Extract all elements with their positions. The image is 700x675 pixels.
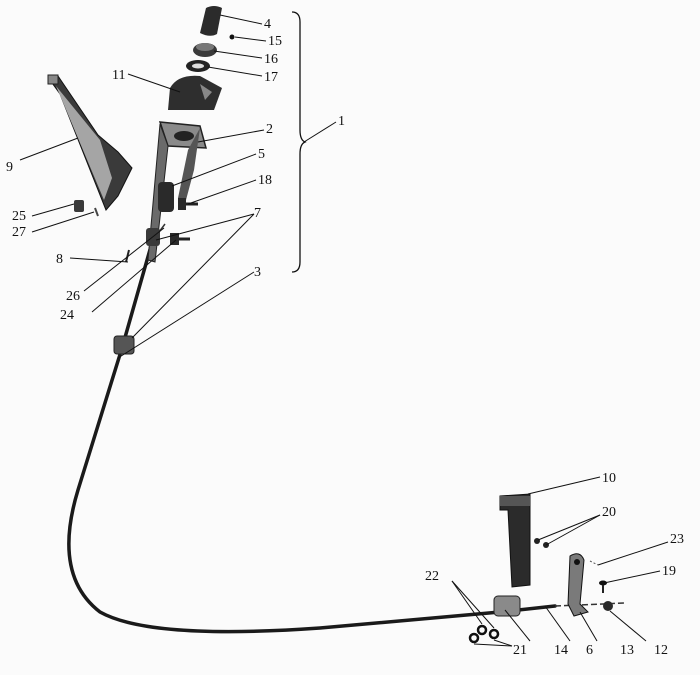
callout-2: 2 [266, 122, 273, 137]
part-15-ball [229, 34, 235, 40]
callout-21: 21 [513, 643, 527, 658]
callout-7: 7 [254, 206, 261, 221]
callout-25: 25 [12, 209, 26, 224]
part-27-pin [94, 207, 99, 217]
part-8-rod [125, 249, 130, 263]
callout-16: 16 [264, 52, 278, 67]
callout-6: 6 [586, 643, 593, 658]
callout-27: 27 [12, 225, 26, 240]
callout-24: 24 [60, 308, 74, 323]
part-9-pedal [47, 74, 133, 211]
callout-8: 8 [56, 252, 63, 267]
part-10-bracket [499, 493, 531, 588]
part-12-nut [603, 601, 613, 611]
callout-22: 22 [425, 569, 439, 584]
part-11-pad [168, 75, 222, 110]
part-14-clamp [493, 595, 521, 617]
callout-14: 14 [554, 643, 568, 658]
part-17-washer [186, 60, 210, 72]
callout-13: 13 [620, 643, 634, 658]
leader-lines [19, 14, 669, 647]
callout-19: 19 [662, 564, 676, 579]
callout-23: 23 [670, 532, 684, 547]
callout-10: 10 [602, 471, 616, 486]
callout-1: 1 [338, 114, 345, 129]
part-16-nut [193, 43, 217, 57]
group-bracket-1 [291, 11, 307, 273]
callout-5: 5 [258, 147, 265, 162]
cable-end-rod [554, 602, 626, 607]
part-3-adjuster [113, 335, 135, 355]
part-25-bushing [74, 200, 84, 212]
part-23-pin [589, 560, 599, 566]
part-13-lever [567, 553, 589, 617]
part-24-bolt [170, 233, 190, 245]
callout-9: 9 [6, 160, 13, 175]
callout-15: 15 [268, 34, 282, 49]
part-20-fasteners [534, 538, 549, 548]
part-4-cap [200, 6, 222, 36]
callout-17: 17 [264, 70, 278, 85]
part-5-clip [158, 182, 174, 212]
callout-26: 26 [66, 289, 80, 304]
callout-11: 11 [112, 68, 125, 83]
callout-18: 18 [258, 173, 272, 188]
callout-12: 12 [654, 643, 668, 658]
callout-3: 3 [254, 265, 261, 280]
callout-20: 20 [602, 505, 616, 520]
cable [67, 223, 557, 634]
part-21-nuts [468, 624, 500, 644]
callout-4: 4 [264, 17, 271, 32]
part-19-bolt [599, 580, 607, 593]
